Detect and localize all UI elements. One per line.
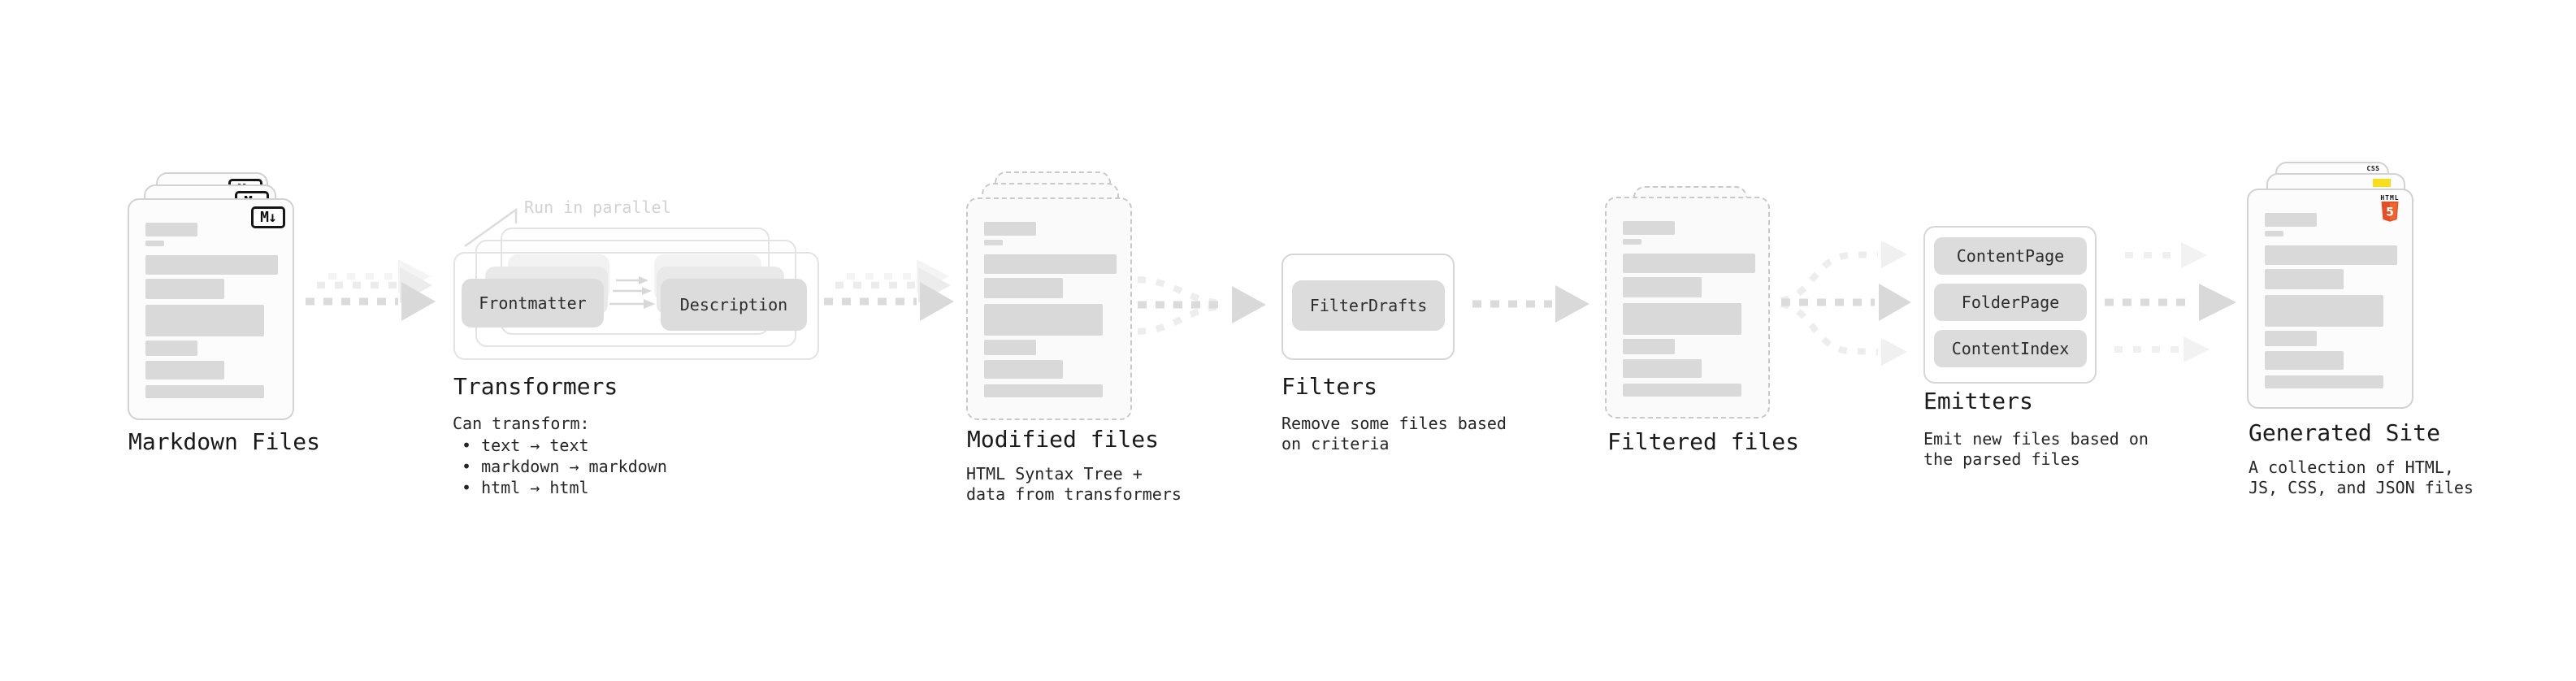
text-line-placeholder — [2265, 231, 2283, 236]
site-desc-line: A collection of HTML, — [2249, 458, 2454, 477]
markdown-icon: M↓ — [251, 206, 285, 228]
modified-desc-line: HTML Syntax Tree + — [966, 464, 1143, 484]
html5-icon: HTML 5 — [2379, 194, 2400, 222]
transformer-group-box-front — [453, 252, 819, 360]
filtered-file-card-front — [1605, 197, 1770, 419]
text-line-placeholder — [2265, 213, 2317, 227]
emitter-box-folderpage: FolderPage — [1934, 284, 2087, 321]
text-line-placeholder — [145, 279, 224, 299]
filters-desc-line: Remove some files based — [1281, 414, 1507, 433]
text-line-placeholder — [2265, 331, 2317, 346]
stage-label-generated-site: Generated Site — [2249, 419, 2441, 446]
markdown-file-card-front: M↓ — [128, 198, 294, 420]
text-line-placeholder — [1623, 384, 1741, 397]
text-line-placeholder — [2265, 269, 2344, 289]
modified-desc-line: data from transformers — [966, 484, 1182, 504]
transformers-desc-title: Can transform: — [453, 414, 590, 433]
text-line-placeholder — [145, 361, 224, 380]
text-line-placeholder — [984, 240, 1003, 245]
emitters-desc-line: the parsed files — [1923, 449, 2080, 469]
filter-box-filterdrafts: FilterDrafts — [1292, 280, 1445, 331]
transformer-box-description: Description — [661, 279, 807, 331]
emitter-box-label: ContentIndex — [1951, 339, 2070, 358]
text-line-placeholder — [2265, 351, 2344, 370]
arrow-emitters-to-site — [2105, 242, 2236, 362]
stage-label-transformers: Transformers — [453, 373, 618, 400]
js-icon — [2373, 179, 2391, 187]
run-in-parallel-callout-line — [464, 207, 518, 248]
text-line-placeholder — [145, 340, 197, 356]
html5-shield: 5 — [2381, 202, 2399, 222]
text-line-placeholder — [1623, 239, 1641, 245]
site-desc-line: JS, CSS, and JSON files — [2249, 478, 2474, 497]
stage-label-markdown-files: Markdown Files — [128, 428, 321, 455]
stage-label-emitters: Emitters — [1923, 388, 2033, 414]
text-line-placeholder — [145, 255, 278, 275]
stage-label-modified-files: Modified files — [967, 426, 1160, 453]
text-line-placeholder — [984, 304, 1103, 336]
text-line-placeholder — [984, 384, 1103, 397]
text-line-placeholder — [145, 385, 264, 398]
text-line-placeholder — [984, 340, 1036, 355]
emitters-desc-line: Emit new files based on — [1923, 429, 2149, 449]
text-line-placeholder — [145, 223, 197, 236]
filters-desc-line: on criteria — [1281, 434, 1390, 453]
text-line-placeholder — [1623, 339, 1675, 354]
text-line-placeholder — [984, 360, 1063, 379]
transformer-box-label: Description — [679, 295, 788, 314]
text-line-placeholder — [1623, 277, 1702, 297]
transformers-bullet: • html → html — [462, 478, 589, 497]
text-line-placeholder — [1623, 254, 1755, 273]
markdown-icon-glyph: M↓ — [260, 209, 277, 226]
text-line-placeholder — [1623, 303, 1741, 335]
text-line-placeholder — [2265, 375, 2383, 388]
text-line-placeholder — [2265, 245, 2397, 265]
arrow-filtered-to-emitters — [1780, 241, 1911, 366]
text-line-placeholder — [2265, 295, 2383, 327]
text-line-placeholder — [1623, 359, 1702, 378]
arrow-transformers-to-modified — [824, 259, 954, 321]
transformers-bullet: • markdown → markdown — [462, 457, 667, 476]
transformer-box-label: Frontmatter — [479, 293, 587, 313]
stage-label-filters: Filters — [1281, 373, 1378, 400]
text-line-placeholder — [1623, 221, 1675, 235]
arrow-markdown-to-transformers — [306, 259, 436, 321]
text-line-placeholder — [984, 278, 1063, 298]
emitter-box-contentpage: ContentPage — [1934, 237, 2087, 275]
frontmatter-to-description-arrows — [609, 276, 655, 309]
filter-box-label: FilterDrafts — [1309, 296, 1428, 315]
emitter-box-contentindex: ContentIndex — [1934, 330, 2087, 367]
arrow-filters-to-filtered — [1472, 285, 1589, 323]
arrow-modified-to-filters — [1137, 276, 1266, 335]
css-icon-label: CSS — [2366, 165, 2380, 172]
text-line-placeholder — [145, 241, 164, 246]
site-file-card-html: HTML 5 — [2247, 189, 2413, 409]
run-in-parallel-annotation: Run in parallel — [524, 197, 671, 217]
transformers-bullet: • text → text — [462, 436, 589, 455]
emitter-box-label: FolderPage — [1961, 293, 2060, 312]
text-line-placeholder — [984, 254, 1117, 274]
html5-icon-label: HTML — [2380, 194, 2400, 202]
modified-file-card-front — [966, 197, 1132, 420]
stage-label-filtered-files: Filtered files — [1607, 428, 1800, 455]
text-line-placeholder — [145, 305, 264, 336]
transformer-box-frontmatter: Frontmatter — [462, 279, 604, 327]
emitter-box-label: ContentPage — [1956, 246, 2065, 266]
text-line-placeholder — [984, 222, 1036, 236]
html5-five-glyph: 5 — [2386, 206, 2394, 219]
